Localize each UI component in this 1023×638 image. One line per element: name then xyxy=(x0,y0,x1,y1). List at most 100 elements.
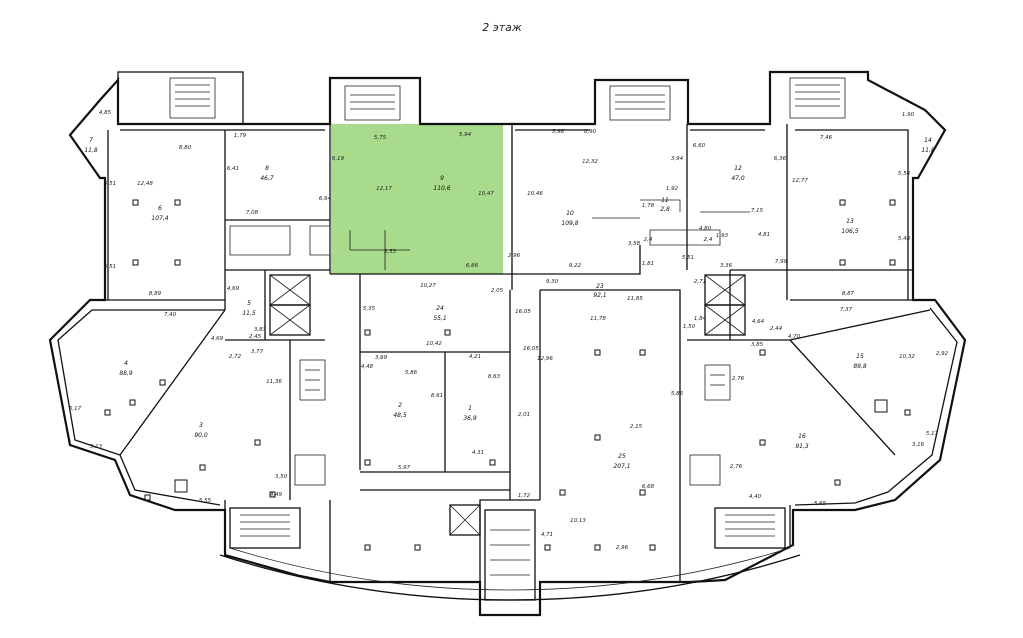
svg-text:4,71: 4,71 xyxy=(541,532,553,538)
svg-text:5,51: 5,51 xyxy=(682,255,694,261)
highlighted-room-9[interactable] xyxy=(331,124,503,274)
svg-text:9,22: 9,22 xyxy=(569,263,582,269)
room-label-15: 15 89,8 xyxy=(853,353,867,370)
svg-text:4,64: 4,64 xyxy=(752,319,765,325)
svg-text:24: 24 xyxy=(436,305,444,312)
svg-text:5,94: 5,94 xyxy=(459,132,472,138)
svg-text:5,98: 5,98 xyxy=(552,129,565,135)
svg-text:90,0: 90,0 xyxy=(194,432,208,439)
svg-text:5,17: 5,17 xyxy=(926,431,939,437)
svg-text:3,53: 3,53 xyxy=(384,249,397,255)
svg-text:2,92: 2,92 xyxy=(936,351,949,357)
svg-text:106,5: 106,5 xyxy=(841,228,858,235)
room-label-2: 248,5 xyxy=(393,402,407,419)
stair-block-top-left xyxy=(117,71,244,125)
svg-text:6,68: 6,68 xyxy=(642,484,655,490)
room-label-16: 16 91,3 xyxy=(795,433,809,450)
svg-text:10,46: 10,46 xyxy=(527,191,543,197)
svg-text:11: 11 xyxy=(661,197,669,204)
svg-text:7,15: 7,15 xyxy=(751,208,764,214)
svg-text:36,9: 36,9 xyxy=(463,415,477,422)
svg-text:2,05: 2,05 xyxy=(491,288,504,294)
svg-text:3,69: 3,69 xyxy=(375,355,388,361)
svg-text:10,47: 10,47 xyxy=(478,191,494,197)
stair-block-top-right xyxy=(789,77,846,119)
svg-text:7,40: 7,40 xyxy=(164,312,177,318)
stair-block-top-center-right xyxy=(609,85,671,121)
svg-text:8,87: 8,87 xyxy=(842,291,855,297)
dimension-labels: 8,80 12,48 5,51 5,51 8,89 7,40 4,69 2,72… xyxy=(69,110,949,551)
svg-text:110,6: 110,6 xyxy=(433,185,450,192)
svg-text:4,49: 4,49 xyxy=(270,492,283,498)
inner-wall xyxy=(57,129,958,506)
svg-text:92,1: 92,1 xyxy=(593,292,606,299)
svg-text:1,84: 1,84 xyxy=(694,316,707,322)
svg-text:1,90: 1,90 xyxy=(902,112,915,118)
svg-text:11,8: 11,8 xyxy=(84,147,98,154)
svg-text:1,92: 1,92 xyxy=(666,186,679,192)
svg-text:4,21: 4,21 xyxy=(469,354,481,360)
svg-text:25: 25 xyxy=(618,453,626,460)
svg-text:5,35: 5,35 xyxy=(363,306,376,312)
svg-text:5,86: 5,86 xyxy=(671,391,684,397)
svg-text:8,63: 8,63 xyxy=(488,374,501,380)
svg-text:0,90: 0,90 xyxy=(584,129,597,135)
svg-text:3,85: 3,85 xyxy=(751,342,764,348)
svg-text:6,60: 6,60 xyxy=(693,143,706,149)
svg-text:5,55: 5,55 xyxy=(199,498,212,504)
interior-walls xyxy=(92,123,931,582)
svg-text:9: 9 xyxy=(440,175,444,182)
svg-text:91,3: 91,3 xyxy=(795,443,809,450)
svg-text:2,01: 2,01 xyxy=(518,412,530,418)
svg-text:4,85: 4,85 xyxy=(99,110,112,116)
room-label-7: 711,8 xyxy=(84,137,98,154)
room-label-9: 9 110,6 xyxy=(433,175,450,192)
svg-text:3: 3 xyxy=(199,422,203,429)
svg-text:5,97: 5,97 xyxy=(398,465,411,471)
svg-text:6,36: 6,36 xyxy=(774,156,787,162)
svg-text:16: 16 xyxy=(798,433,806,440)
svg-text:4,81: 4,81 xyxy=(758,232,770,238)
svg-text:8,89: 8,89 xyxy=(149,291,162,297)
svg-text:11,8: 11,8 xyxy=(921,147,935,154)
svg-text:12,17: 12,17 xyxy=(376,186,392,192)
svg-text:4,80: 4,80 xyxy=(699,226,712,232)
svg-text:2,8: 2,8 xyxy=(660,206,670,213)
svg-text:15: 15 xyxy=(856,353,864,360)
svg-text:3,58: 3,58 xyxy=(628,241,641,247)
svg-text:10,42: 10,42 xyxy=(426,341,442,347)
svg-text:2,15: 2,15 xyxy=(630,424,643,430)
svg-text:7,37: 7,37 xyxy=(840,307,853,313)
room-label-25: 25 207,1 xyxy=(613,453,630,470)
svg-text:3,83: 3,83 xyxy=(254,327,267,333)
svg-text:12,96: 12,96 xyxy=(537,356,553,362)
svg-text:12,77: 12,77 xyxy=(792,178,808,184)
svg-text:89,8: 89,8 xyxy=(853,363,867,370)
svg-text:1,50: 1,50 xyxy=(683,324,696,330)
svg-text:10,32: 10,32 xyxy=(899,354,915,360)
svg-text:46,7: 46,7 xyxy=(260,175,274,182)
svg-text:2,96: 2,96 xyxy=(508,253,521,259)
floor-title: 2 этаж xyxy=(482,21,522,34)
svg-text:7,99: 7,99 xyxy=(775,259,788,265)
svg-text:207,1: 207,1 xyxy=(613,463,630,470)
svg-text:6,41: 6,41 xyxy=(227,166,239,172)
svg-text:10: 10 xyxy=(566,210,574,217)
svg-text:7,08: 7,08 xyxy=(246,210,259,216)
stair-block-top-center-left xyxy=(344,85,401,121)
svg-text:16,05: 16,05 xyxy=(515,309,531,315)
svg-text:88,9: 88,9 xyxy=(119,370,133,377)
svg-text:1,78: 1,78 xyxy=(642,203,655,209)
svg-text:13: 13 xyxy=(846,218,854,225)
svg-text:5,17: 5,17 xyxy=(69,406,82,412)
svg-text:7,46: 7,46 xyxy=(820,135,833,141)
room-label-3: 390,0 xyxy=(194,422,208,439)
svg-text:3,16: 3,16 xyxy=(912,442,925,448)
svg-text:11,85: 11,85 xyxy=(627,296,643,302)
svg-text:10,27: 10,27 xyxy=(420,283,436,289)
columns xyxy=(104,199,911,551)
